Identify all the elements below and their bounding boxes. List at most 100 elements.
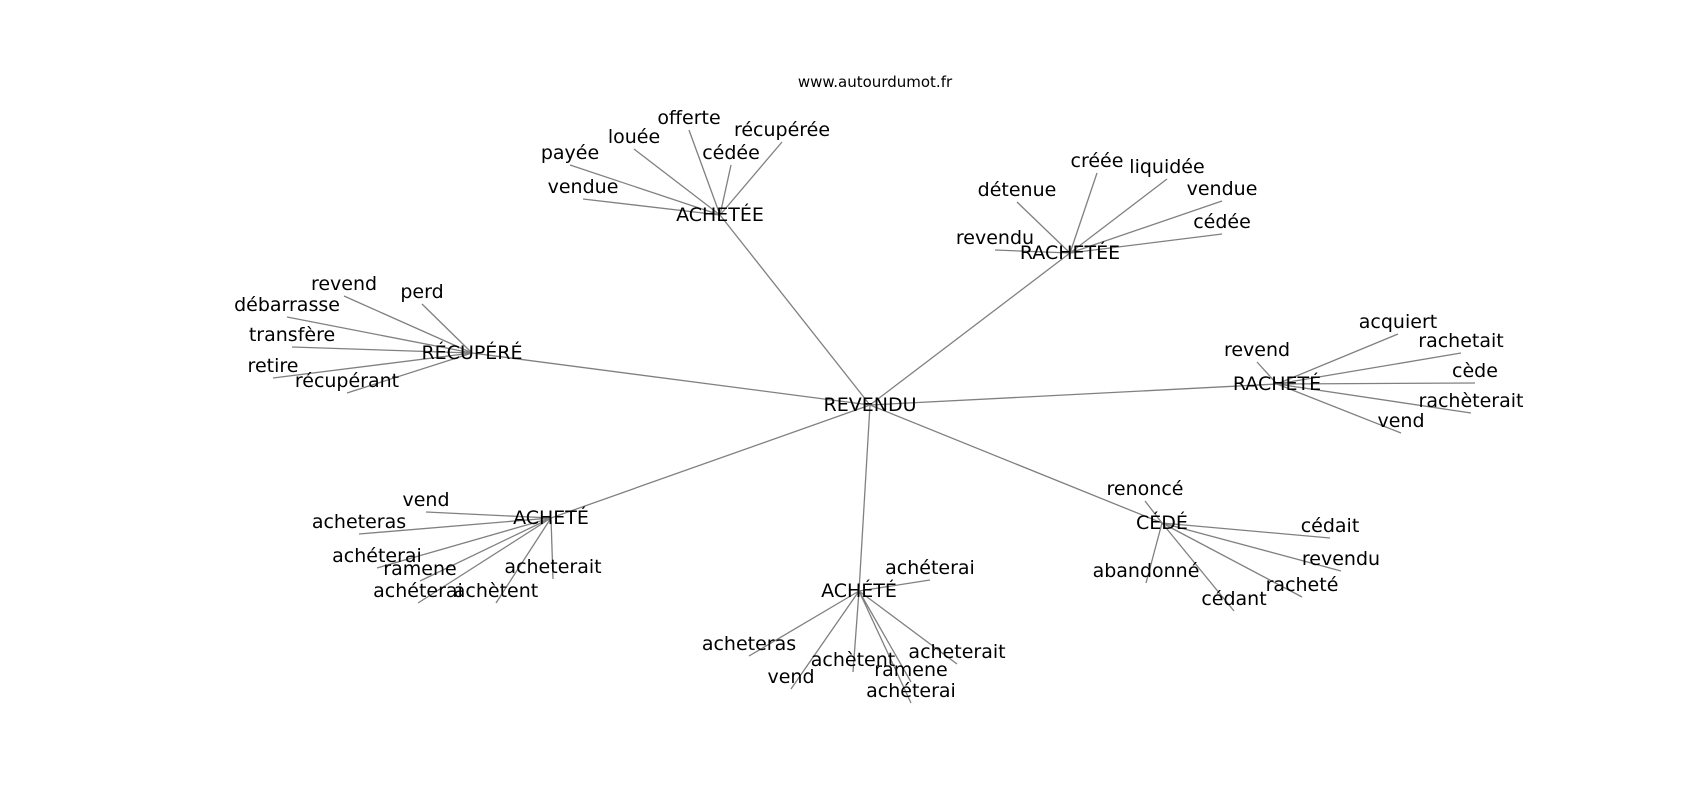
leaf-node[interactable]: retire bbox=[248, 355, 299, 377]
leaf-node[interactable]: achéterai bbox=[332, 545, 422, 567]
edge-hub-to-leaf bbox=[748, 590, 860, 657]
edge-hub-to-leaf bbox=[1161, 522, 1342, 572]
leaf-node[interactable]: cédait bbox=[1301, 515, 1360, 537]
leaf-node[interactable]: vend bbox=[1377, 410, 1424, 432]
hub-node[interactable]: ACHÉTÉ bbox=[821, 579, 897, 602]
edge-hub-to-leaf bbox=[790, 590, 860, 690]
edge-hub-to-leaf bbox=[272, 352, 473, 379]
edge-hub-to-leaf bbox=[1069, 200, 1223, 254]
edge-root-to-hub bbox=[869, 383, 1278, 406]
leaf-node[interactable]: cédant bbox=[1201, 588, 1266, 610]
edge-hub-to-leaf bbox=[1161, 522, 1235, 612]
leaf-node[interactable]: ramene bbox=[383, 558, 456, 580]
leaf-node[interactable]: liquidée bbox=[1129, 156, 1204, 178]
leaf-node[interactable]: vend bbox=[767, 666, 814, 688]
edge-hub-to-leaf bbox=[1276, 352, 1462, 385]
edge-hub-to-leaf bbox=[343, 295, 473, 354]
edge-hub-to-leaf bbox=[858, 590, 912, 704]
edge-hub-to-leaf bbox=[419, 517, 552, 582]
leaf-node[interactable]: acheterait bbox=[908, 641, 1005, 663]
labels-layer: www.autourdumot.fr REVENDU payée louéeoff… bbox=[234, 73, 1523, 702]
leaf-node[interactable]: cède bbox=[1452, 360, 1498, 382]
site-url[interactable]: www.autourdumot.fr bbox=[798, 73, 953, 91]
leaf-node[interactable]: rachetait bbox=[1418, 330, 1503, 352]
edge-hub-to-leaf bbox=[425, 511, 552, 519]
leaf-node[interactable]: payée bbox=[541, 142, 599, 164]
edge-hub-to-leaf bbox=[1069, 233, 1223, 254]
leaf-node[interactable]: vend bbox=[402, 489, 449, 511]
leaf-node[interactable]: perd bbox=[400, 281, 443, 303]
edge-hub-to-leaf bbox=[1276, 383, 1472, 414]
leaf-node[interactable]: récupérée bbox=[734, 119, 830, 141]
edge-hub-to-leaf bbox=[688, 129, 721, 216]
edge-hub-to-leaf bbox=[1276, 382, 1476, 385]
edge-root-to-hub bbox=[719, 214, 871, 406]
leaf-node[interactable]: achéterai bbox=[866, 680, 956, 702]
leaf-node[interactable]: récupérant bbox=[295, 370, 399, 392]
leaf-node[interactable]: cédée bbox=[702, 142, 760, 164]
leaf-node[interactable]: revend bbox=[311, 273, 377, 295]
leaf-node[interactable]: acheteras bbox=[702, 633, 796, 655]
leaf-node[interactable]: transfère bbox=[249, 324, 335, 346]
leaf-node[interactable]: cédée bbox=[1193, 211, 1251, 233]
edge-hub-to-leaf bbox=[1145, 522, 1163, 584]
edge-hub-to-leaf bbox=[495, 517, 552, 604]
leaf-node[interactable]: revendu bbox=[1302, 548, 1380, 570]
edge-hub-to-leaf bbox=[858, 590, 912, 683]
leaf-node[interactable]: créée bbox=[1071, 150, 1124, 172]
edge-hub-to-leaf bbox=[1016, 201, 1071, 254]
edges-layer bbox=[272, 129, 1476, 704]
edge-hub-to-leaf bbox=[1161, 522, 1331, 539]
edge-root-to-hub bbox=[858, 404, 871, 592]
leaf-node[interactable]: détenue bbox=[978, 179, 1057, 201]
edge-hub-to-leaf bbox=[858, 579, 931, 592]
leaf-node[interactable]: acheteras bbox=[312, 511, 406, 533]
edge-hub-to-leaf bbox=[1069, 178, 1168, 254]
hub-node[interactable]: ACHETÉ bbox=[513, 506, 589, 529]
edge-hub-to-leaf bbox=[421, 303, 473, 354]
leaf-node[interactable]: vendue bbox=[1187, 178, 1258, 200]
leaf-node[interactable]: renoncé bbox=[1107, 478, 1184, 500]
edge-hub-to-leaf bbox=[1276, 383, 1402, 434]
root-node[interactable]: REVENDU bbox=[824, 394, 917, 416]
leaf-node[interactable]: ramene bbox=[874, 659, 947, 681]
edge-root-to-hub bbox=[869, 252, 1071, 406]
hub-node[interactable]: RACHETÉE bbox=[1020, 241, 1120, 264]
leaf-node[interactable]: achètent bbox=[811, 649, 895, 671]
edge-hub-to-leaf bbox=[858, 590, 958, 665]
edge-hub-to-leaf bbox=[569, 164, 721, 216]
hub-node[interactable]: CÉDÉ bbox=[1136, 511, 1188, 534]
leaf-node[interactable]: racheté bbox=[1266, 574, 1339, 596]
edge-hub-to-leaf bbox=[1276, 333, 1399, 385]
edge-hub-to-leaf bbox=[1161, 522, 1303, 598]
edge-hub-to-leaf bbox=[633, 148, 721, 216]
leaf-node[interactable]: abandonné bbox=[1093, 560, 1200, 582]
edge-hub-to-leaf bbox=[719, 164, 732, 216]
hub-node[interactable]: RÉCUPÉRÉ bbox=[421, 341, 522, 364]
hub-node[interactable]: RACHETÉ bbox=[1233, 372, 1321, 395]
edge-root-to-hub bbox=[471, 352, 871, 406]
edge-root-to-hub bbox=[869, 404, 1163, 524]
edge-root-to-hub bbox=[550, 404, 871, 519]
edge-hub-to-leaf bbox=[994, 249, 1071, 254]
leaf-node[interactable]: revend bbox=[1224, 339, 1290, 361]
leaf-node[interactable]: acquiert bbox=[1359, 311, 1437, 333]
edge-hub-to-leaf bbox=[719, 141, 783, 216]
leaf-node[interactable]: vendue bbox=[548, 176, 619, 198]
leaf-node[interactable]: revendu bbox=[956, 227, 1034, 249]
edge-hub-to-leaf bbox=[346, 352, 473, 394]
leaf-node[interactable]: acheterait bbox=[504, 556, 601, 578]
edge-hub-to-leaf bbox=[291, 346, 473, 354]
leaf-node[interactable]: offerte bbox=[657, 107, 720, 129]
edge-hub-to-leaf bbox=[852, 590, 860, 673]
leaf-node[interactable]: achètent bbox=[454, 580, 538, 602]
leaf-node[interactable]: achéterai bbox=[373, 580, 463, 602]
hub-node[interactable]: ACHETÉE bbox=[676, 203, 764, 226]
edge-hub-to-leaf bbox=[1144, 500, 1163, 524]
leaf-node[interactable]: débarrasse bbox=[234, 294, 340, 316]
leaf-node[interactable]: achéterai bbox=[885, 557, 975, 579]
leaf-node[interactable]: rachèterait bbox=[1419, 390, 1524, 412]
leaf-node[interactable]: louée bbox=[608, 126, 660, 148]
edge-hub-to-leaf bbox=[1256, 361, 1278, 385]
